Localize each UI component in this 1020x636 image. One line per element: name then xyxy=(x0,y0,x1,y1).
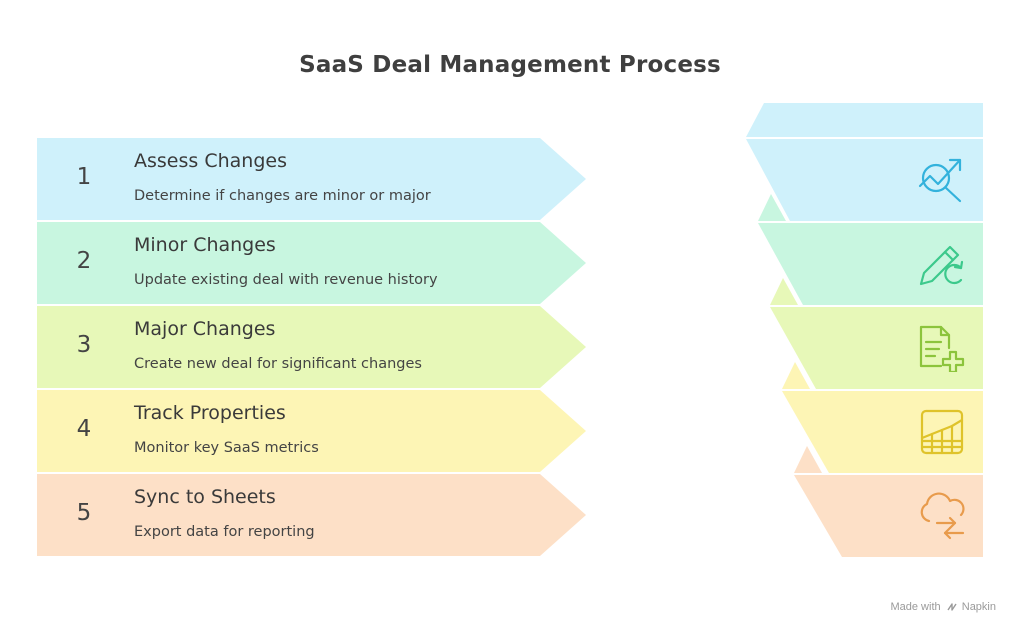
document-add-icon xyxy=(919,325,965,372)
step-2-number: 2 xyxy=(76,248,92,274)
napkin-credit: Made with Napkin xyxy=(890,601,996,613)
chart-table-icon xyxy=(920,409,964,455)
credit-prefix: Made with xyxy=(890,601,941,613)
step-5-arrow xyxy=(37,474,586,556)
step-2-heading: Minor Changes xyxy=(134,234,276,256)
step-3: 3 Major Changes Create new deal for sign… xyxy=(37,306,587,388)
napkin-logo-icon xyxy=(947,603,957,611)
step-1-heading: Assess Changes xyxy=(134,150,287,172)
step-4-number: 4 xyxy=(76,416,92,442)
step-2: 2 Minor Changes Update existing deal wit… xyxy=(37,222,587,304)
step-4: 4 Track Properties Monitor key SaaS metr… xyxy=(37,390,587,472)
step-2-arrow xyxy=(37,222,586,304)
analyze-icon xyxy=(918,158,962,203)
edit-refresh-icon xyxy=(919,245,964,286)
step-5-number: 5 xyxy=(76,500,92,526)
step-2-description: Update existing deal with revenue histor… xyxy=(134,272,438,288)
step-5-heading: Sync to Sheets xyxy=(134,486,276,508)
step-3-heading: Major Changes xyxy=(134,318,276,340)
step-3-description: Create new deal for significant changes xyxy=(134,356,422,372)
step-1-number: 1 xyxy=(76,164,92,190)
cloud-sync-icon xyxy=(920,492,965,540)
step-4-arrow xyxy=(37,390,586,472)
credit-brand: Napkin xyxy=(961,601,996,613)
step-1-arrow xyxy=(37,138,586,220)
step-1: 1 Assess Changes Determine if changes ar… xyxy=(37,138,587,220)
step-5: 5 Sync to Sheets Export data for reporti… xyxy=(37,474,587,556)
page-title: SaaS Deal Management Process xyxy=(299,52,721,78)
step-5-description: Export data for reporting xyxy=(134,524,315,540)
step-4-heading: Track Properties xyxy=(134,402,286,424)
step-3-number: 3 xyxy=(76,332,92,358)
step-3-arrow xyxy=(37,306,586,388)
step-4-description: Monitor key SaaS metrics xyxy=(134,440,319,456)
step-1-description: Determine if changes are minor or major xyxy=(134,188,431,204)
